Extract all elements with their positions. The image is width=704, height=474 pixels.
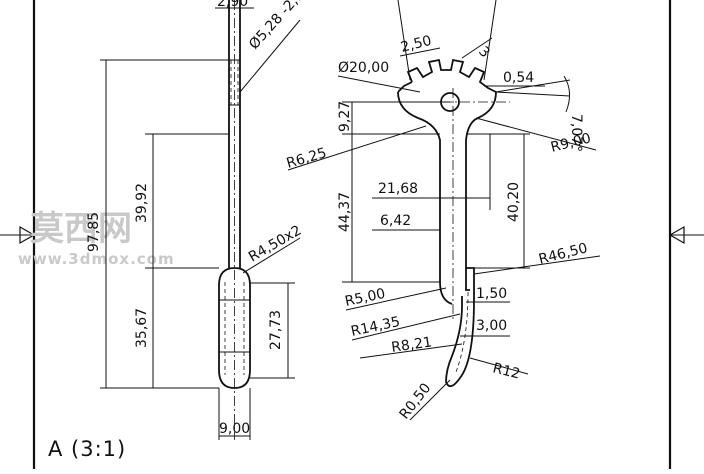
watermark-url: www.3dmox.com [18,250,175,268]
dim-top-width: 2,90 [217,0,248,10]
centering-mark-right [668,225,704,245]
dim-r821: R8,21 [390,334,433,356]
dim-r1435: R14,35 [350,314,402,340]
dim-tooth-gap: 0,54 [503,70,534,86]
dim-stem-length: 44,37 [337,192,353,232]
dim-angle: 7,07° [568,114,584,152]
view-label: A (3:1) [48,437,126,461]
dim-width-b: 6,42 [380,213,411,229]
dim-width-a: 21,68 [378,181,418,197]
watermark-logo: 莫西网 [30,209,132,249]
dim-tab-width: 9,00 [219,421,250,437]
dim-head-height: 9,27 [337,101,353,132]
dim-overall-length: 97,85 [86,212,102,252]
dim-tab-length: 27,73 [268,310,284,350]
dim-thickness-300: 3,00 [476,318,507,334]
centering-mark-left [0,225,36,245]
stem-left-edge [397,91,453,305]
dim-stem-b: 40,20 [506,182,522,222]
dim-gear-dia: Ø20,00 [338,60,389,76]
dim-thickness-150: 1,50 [476,286,507,302]
dim-upper-length: 39,92 [134,183,150,223]
dim-tooth-height: 3 [475,44,493,62]
hook-outline [445,267,475,388]
dim-tab-radius: R4,50x2 [246,223,304,266]
dim-fillet-radius: R6,25 [285,145,329,172]
tab-outline [218,267,251,389]
dim-hole-dia: Ø5,28 -2,9 [246,0,307,53]
right-view: Ø20,00 2,50 3 0,54 7,07° 9,27 R9,00 R6,2… [285,0,601,422]
gear-head-outline [406,58,497,291]
dim-lower-length: 35,67 [134,308,150,348]
dim-tooth-width: 2,50 [399,33,433,56]
